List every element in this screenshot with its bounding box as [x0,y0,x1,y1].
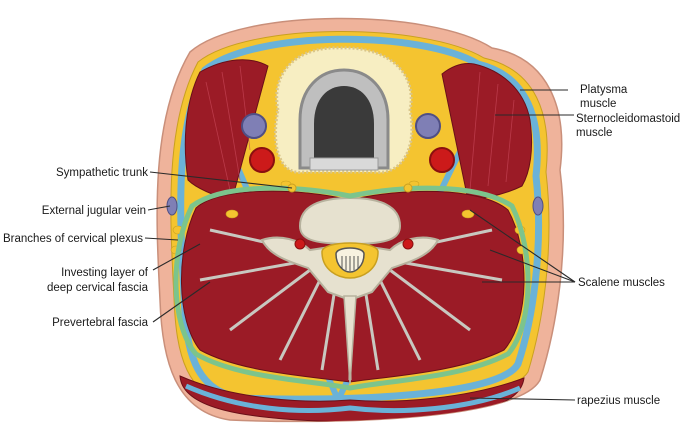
carotid-artery-right [430,148,454,172]
vertebral-body [300,198,400,244]
sympathetic-trunk-right [404,184,412,192]
vertebral-artery-left [295,239,305,249]
label-trapezius-muscle: rapezius muscle [577,395,660,407]
internal-jugular-vein-right [416,114,440,138]
trachea-lumen [314,86,374,160]
neck-section [157,18,563,422]
trachealis [310,158,378,170]
label-investing-layer-line2: deep cervical fascia [47,282,149,294]
label-sympathetic-trunk: Sympathetic trunk [56,167,148,179]
vertebral-artery-right [403,239,413,249]
external-jugular-vein-right [533,197,543,215]
label-sternocleidomastoid-line2: muscle [576,127,612,139]
label-platysma-line1: Platysma [580,84,628,96]
label-scalene-muscles: Scalene muscles [578,277,665,289]
label-platysma-line2: muscle [580,98,616,110]
carotid-artery-left [250,148,274,172]
label-branches-cervical-plexus: Branches of cervical plexus [3,233,143,245]
label-external-jugular-vein: External jugular vein [42,205,146,217]
label-prevertebral-fascia: Prevertebral fascia [52,317,148,329]
label-investing-layer-line1: Investing layer of [61,267,149,279]
internal-jugular-vein-left [242,114,266,138]
label-sternocleidomastoid-line1: Sternocleidomastoid [576,113,680,125]
